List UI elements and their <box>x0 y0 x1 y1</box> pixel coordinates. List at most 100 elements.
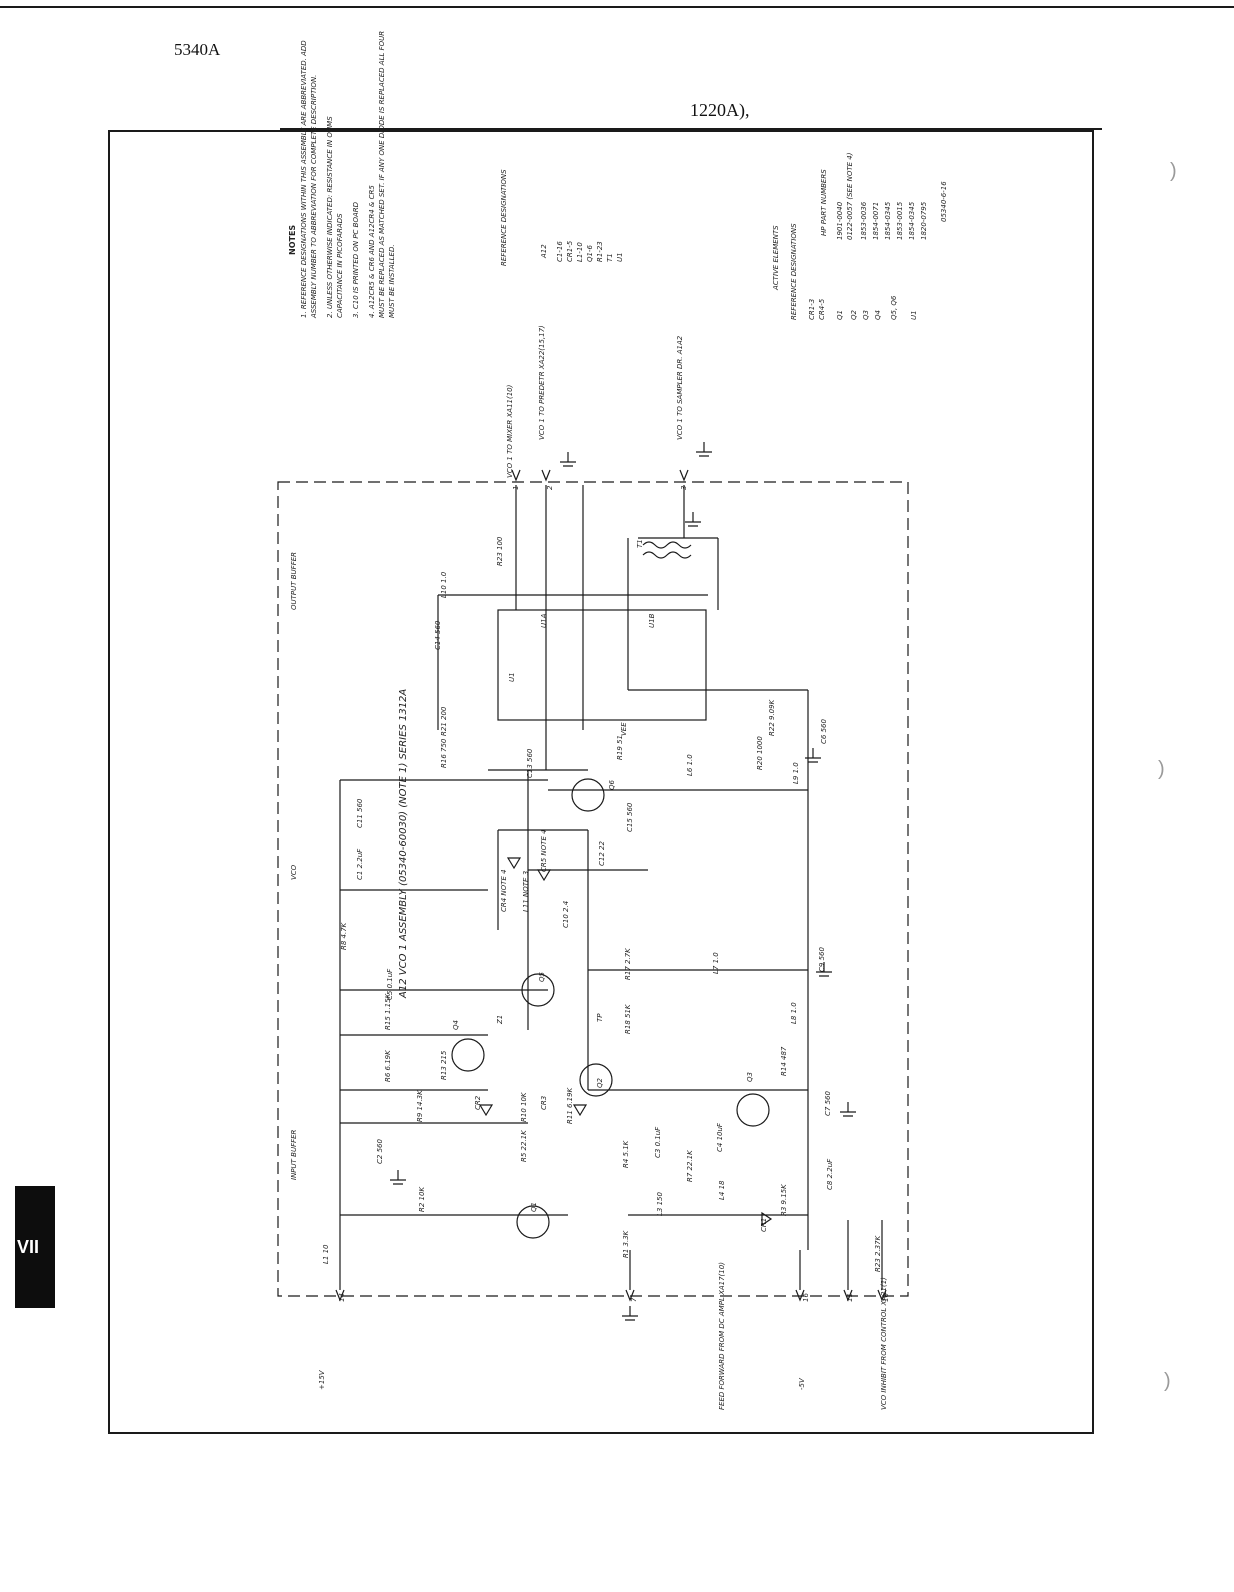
component-label: R16 750 <box>440 738 448 768</box>
connector-label: VCO 1 TO SAMPLER DR. A1A2 <box>676 335 684 440</box>
transistor-q3 <box>736 1093 770 1127</box>
component-label: U1A <box>540 613 548 628</box>
active-table-ref: Q4 <box>874 310 882 320</box>
active-table-header: HP PART NUMBERS <box>820 169 828 236</box>
component-label: U1B <box>648 613 656 628</box>
component-label: R17 2.7K <box>624 948 632 980</box>
component-label: C11 560 <box>356 798 364 828</box>
component-label: R21 200 <box>440 706 448 736</box>
component-label: L6 1.0 <box>686 754 694 776</box>
component-label: R23 2.37K <box>874 1235 882 1272</box>
component-label: Q3 <box>746 1072 754 1082</box>
pin-label: 2 <box>546 485 554 490</box>
note-line: 3. C10 IS PRINTED ON PC BOARD <box>352 201 360 318</box>
active-table-part: 1853-0036 <box>860 201 868 240</box>
note-line: 2. UNLESS OTHERWISE INDICATED: RESISTANC… <box>326 116 334 318</box>
component-label: Q1 <box>530 1202 538 1212</box>
assembly-title: A12 VCO 1 ASSEMBLY (05340-60030) (NOTE 1… <box>398 688 409 998</box>
model-number: 5340A <box>174 40 221 59</box>
connector-label: +15V <box>318 1370 326 1390</box>
section-label: OUTPUT BUFFER <box>290 551 298 610</box>
component-label: C4 10uF <box>716 1123 724 1152</box>
component-label: T1 <box>636 539 644 548</box>
component-label: L11 NOTE 3 <box>522 870 530 912</box>
active-table-ref: U1 <box>910 310 918 320</box>
component-label: C10 2.4 <box>562 900 570 928</box>
component-label: CR5 NOTE 4 <box>540 829 548 872</box>
transformer-t1 <box>642 541 692 549</box>
component-label: R10 10K <box>520 1092 528 1123</box>
margin-mark: ) <box>1164 1370 1171 1392</box>
component-label: R3 9.15K <box>780 1184 788 1216</box>
component-label: R20 1000 <box>756 736 764 770</box>
pin-label: 16 <box>802 1293 810 1302</box>
frame-top-rule <box>280 128 1102 130</box>
diode-cr4 <box>506 857 522 870</box>
component-label: C3 0.1uF <box>654 1126 662 1158</box>
note-line: ASSEMBLY NUMBER TO ABBREVIATION FOR COMP… <box>310 74 318 318</box>
pin-label: 11 <box>846 1293 854 1302</box>
component-label: Z1 <box>496 1014 504 1024</box>
component-label: Q6 <box>608 780 616 790</box>
active-table-part: 1853-0015 <box>896 201 904 240</box>
component-label: C7 560 <box>824 1091 832 1116</box>
component-label: CR2 <box>474 1095 482 1110</box>
active-table-part: 1820-0795 <box>920 201 928 240</box>
component-label: R19 51 <box>616 735 624 760</box>
assembly-boundary <box>277 481 909 1297</box>
ref-table-row: T1 <box>606 253 614 262</box>
transistor-q5 <box>521 973 555 1007</box>
component-label: R5 22.1K <box>520 1130 528 1162</box>
transistor-q4 <box>451 1038 485 1072</box>
transistor-q1 <box>516 1205 550 1239</box>
ground-symbols <box>390 442 856 1321</box>
component-label: L1 10 <box>322 1244 330 1265</box>
component-label: L8 1.0 <box>790 1002 798 1024</box>
component-label: CR3 <box>540 1095 548 1110</box>
connector-label: VCO 1 TO PREDETR XA22(15,17) <box>538 325 546 440</box>
component-label: Q4 <box>452 1020 460 1030</box>
active-table-part: 1901-0040 <box>836 201 844 240</box>
schematic-frame <box>108 130 1094 1434</box>
connector-label: FEED FORWARD FROM DC AMPL XA17(10) <box>718 1262 726 1410</box>
connector-label: VCO 1 TO MIXER XA11(10) <box>506 384 514 478</box>
component-label: C13 560 <box>526 748 534 778</box>
component-label: VEE <box>620 722 628 736</box>
connector-arrows <box>335 469 887 1302</box>
ref-table-row: L1-10 <box>576 242 584 262</box>
component-label: Q2 <box>596 1078 604 1088</box>
transistor-q2 <box>579 1063 613 1097</box>
active-table-part: 1854-0345 <box>908 201 916 240</box>
margin-mark: ) <box>1158 758 1165 780</box>
section-tab: VII <box>15 1186 55 1308</box>
component-label: L7 1.0 <box>712 952 720 974</box>
pin-label: 3 <box>680 485 688 490</box>
component-label: C9 560 <box>818 947 826 972</box>
ref-table-row: R1-23 <box>596 241 604 262</box>
component-label: L9 1.0 <box>792 762 800 784</box>
diode-cr2 <box>478 1104 494 1117</box>
component-label: R11 6.19K <box>566 1087 574 1124</box>
note-line: 4. A12CR5 & CR6 AND A12CR4 & CR5 <box>368 185 376 318</box>
component-label: R9 14.3K <box>416 1090 424 1122</box>
component-label: R1 3.3K <box>622 1230 630 1258</box>
section-label: INPUT BUFFER <box>290 1129 298 1180</box>
component-label: U1 <box>508 672 516 682</box>
component-label: L10 1.0 <box>440 571 448 598</box>
margin-mark: ) <box>1170 160 1177 182</box>
component-label: C14 560 <box>434 620 442 650</box>
diode-cr5 <box>536 869 552 882</box>
component-label: Q5 <box>538 972 546 982</box>
note-line: CAPACITANCE IN PICOFARADS <box>336 213 344 318</box>
component-label: C1 2.2uF <box>356 848 364 880</box>
active-table-ref: CR4-5 <box>818 298 826 320</box>
ref-table-header: A12 <box>540 244 548 258</box>
component-label: R4 5.1K <box>622 1140 630 1168</box>
active-table-header: REFERENCE DESIGNATIONS <box>790 223 798 320</box>
component-label: L4 18 <box>718 1180 726 1201</box>
component-label: CR4 NOTE 4 <box>500 869 508 912</box>
note-line: MUST BE REPLACED AS MATCHED SET. IF ANY … <box>378 30 386 318</box>
ref-table-row: U1 <box>616 252 624 262</box>
component-label: L3 150 <box>656 1192 664 1216</box>
ref-table-title: REFERENCE DESIGNATIONS <box>500 169 508 266</box>
